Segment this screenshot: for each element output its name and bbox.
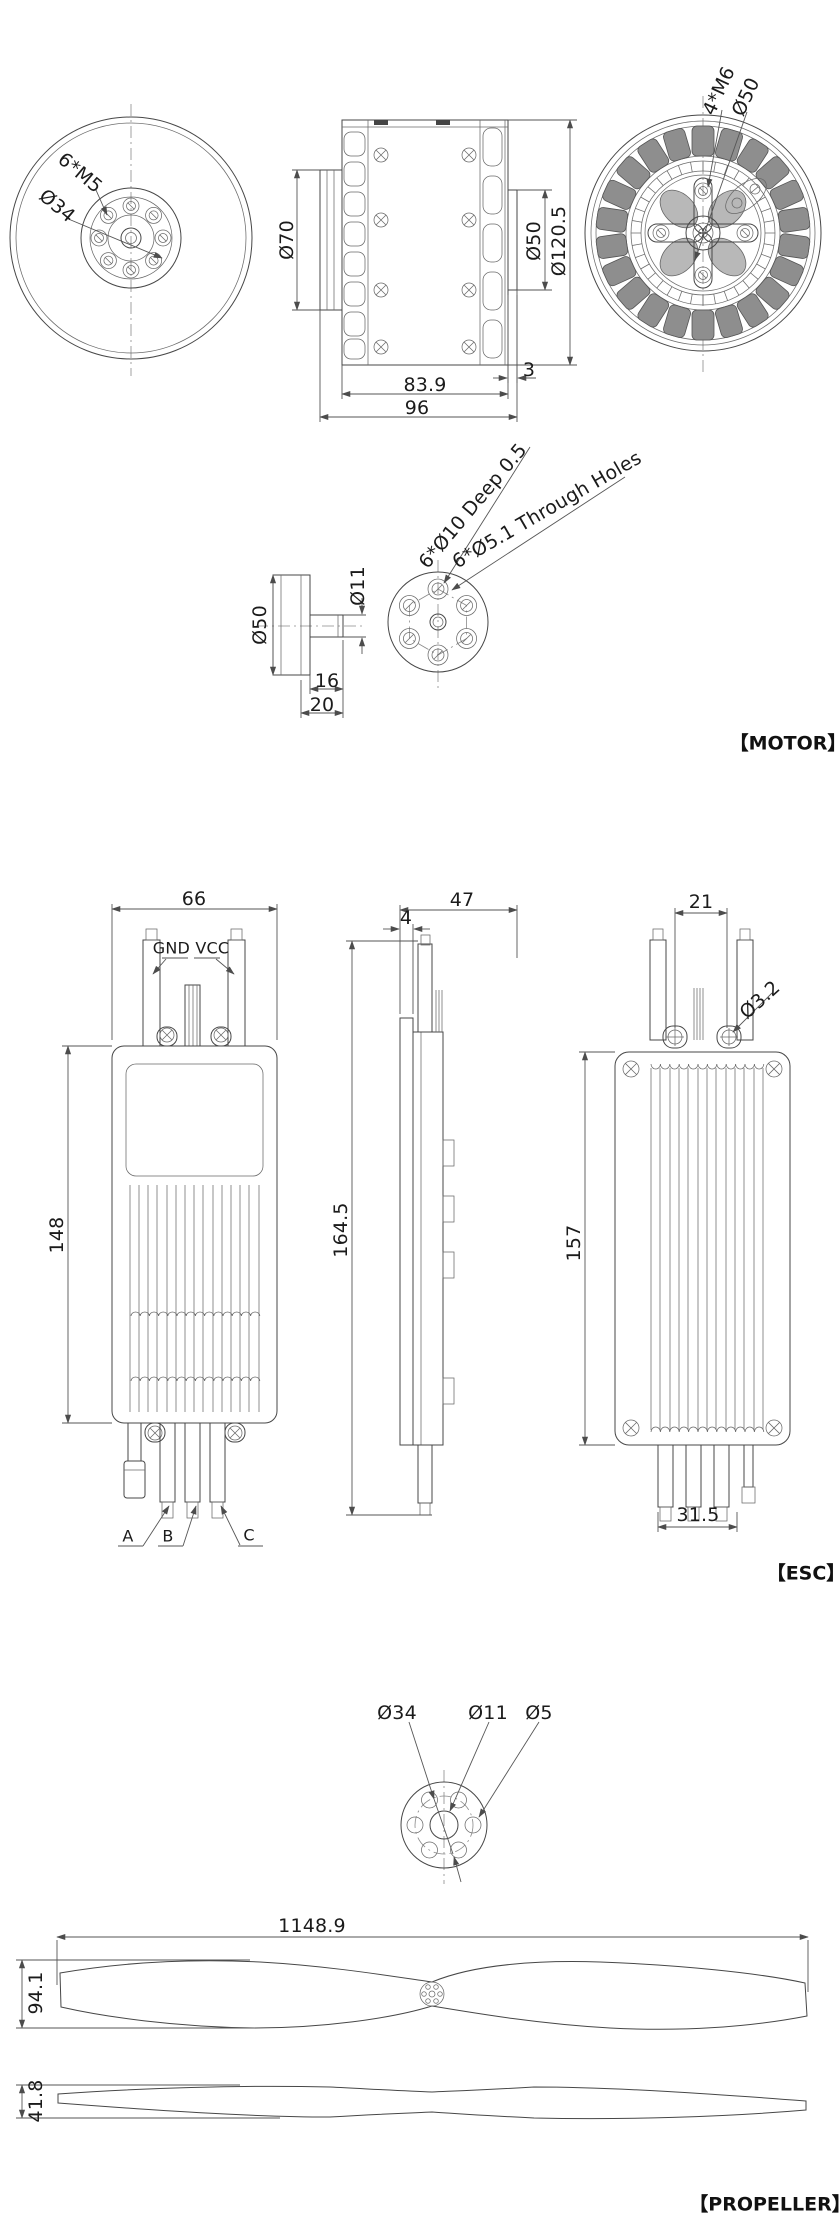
dim-esc-width bbox=[111, 904, 278, 1040]
shaft-flange-dia-label: Ø50 bbox=[249, 605, 271, 645]
magnet-ring bbox=[595, 125, 811, 341]
esc-power-label: GND VCC bbox=[152, 938, 230, 958]
esc-plate-label: 4 bbox=[399, 907, 413, 929]
esc-phase-c-label: C bbox=[243, 1525, 255, 1545]
prop-bolt-circle-label: Ø34 bbox=[377, 1702, 417, 1724]
prop-bore-dia-label: Ø11 bbox=[468, 1702, 508, 1724]
motor-boss-len-label: 3 bbox=[522, 359, 536, 381]
dim-boss-dia bbox=[517, 189, 552, 291]
esc-back-height-label: 157 bbox=[563, 1224, 585, 1262]
motor-rear-view bbox=[584, 96, 822, 372]
dim-wire-pitch bbox=[657, 1512, 738, 1532]
shaft-total-len-label: 20 bbox=[309, 694, 335, 716]
motor-top-view bbox=[9, 104, 253, 376]
motor-outer-dia-label: Ø120.5 bbox=[548, 205, 570, 277]
prop-hole-dia-label: Ø5 bbox=[525, 1702, 553, 1724]
dim-shaft-total-len bbox=[300, 680, 344, 718]
dim-total-len bbox=[319, 290, 518, 422]
prop-top-view bbox=[16, 1933, 809, 2030]
esc-hole-pitch-label: 21 bbox=[688, 891, 714, 913]
dim-esc-depth bbox=[399, 905, 518, 1014]
dim-esc-height bbox=[62, 1045, 112, 1424]
esc-caption: 【ESC】 bbox=[766, 1562, 840, 1585]
esc-width-label: 66 bbox=[181, 888, 207, 910]
prop-chord-label: 94.1 bbox=[25, 1971, 47, 2015]
esc-wire-pitch-label: 31.5 bbox=[676, 1504, 720, 1526]
dim-esc-side-height bbox=[346, 940, 432, 1516]
esc-phase-a-label: A bbox=[122, 1526, 134, 1546]
motor-caption: 【MOTOR】 bbox=[729, 732, 840, 755]
esc-depth-label: 47 bbox=[449, 889, 475, 911]
dim-shaft-dia bbox=[343, 598, 366, 654]
prop-length-label: 1148.9 bbox=[278, 1915, 346, 1937]
esc-side-view bbox=[346, 905, 518, 1516]
dim-esc-back-height bbox=[579, 1051, 615, 1446]
esc-back-fins bbox=[650, 1063, 765, 1433]
wire-exit-slot bbox=[725, 178, 767, 214]
dim-prop-length bbox=[56, 1933, 809, 1992]
motor-total-len-label: 96 bbox=[404, 397, 430, 419]
esc-front-ribs bbox=[129, 1185, 261, 1412]
motor-body-len-label: 83.9 bbox=[403, 374, 447, 396]
motor-side-view bbox=[292, 119, 577, 422]
esc-front-view bbox=[62, 904, 278, 1547]
dim-flange-dia bbox=[292, 169, 320, 311]
motor-flange-dia-label: Ø70 bbox=[276, 220, 298, 260]
dim-outer-dia bbox=[508, 119, 577, 366]
motor-boss-dia-label: Ø50 bbox=[523, 221, 545, 261]
propeller-caption: 【PROPELLER】 bbox=[689, 2193, 840, 2216]
esc-back-view bbox=[579, 908, 791, 1532]
esc-height-label: 148 bbox=[46, 1216, 68, 1254]
dim-shaft-len bbox=[309, 640, 344, 718]
shaft-dia-label: Ø11 bbox=[347, 566, 369, 606]
prop-hub-view bbox=[400, 1721, 540, 1884]
prop-thickness-label: 41.8 bbox=[25, 2079, 47, 2123]
phase-leaders bbox=[118, 1505, 263, 1547]
motor-shaft-view bbox=[256, 574, 366, 718]
esc-side-height-label: 164.5 bbox=[330, 1202, 352, 1258]
esc-phase-b-label: B bbox=[162, 1526, 174, 1546]
dim-prop-chord bbox=[16, 1959, 255, 2029]
dim-body-len bbox=[341, 365, 509, 399]
dim-esc-plate bbox=[383, 924, 430, 1014]
shaft-len-label: 16 bbox=[314, 670, 340, 692]
gnd-vcc-leaders bbox=[152, 957, 235, 975]
prop-side-view bbox=[16, 2084, 807, 2120]
dim-hole-pitch bbox=[674, 908, 728, 1028]
dim-prop-thickness bbox=[16, 2084, 280, 2119]
motor-hub-view bbox=[387, 446, 626, 688]
